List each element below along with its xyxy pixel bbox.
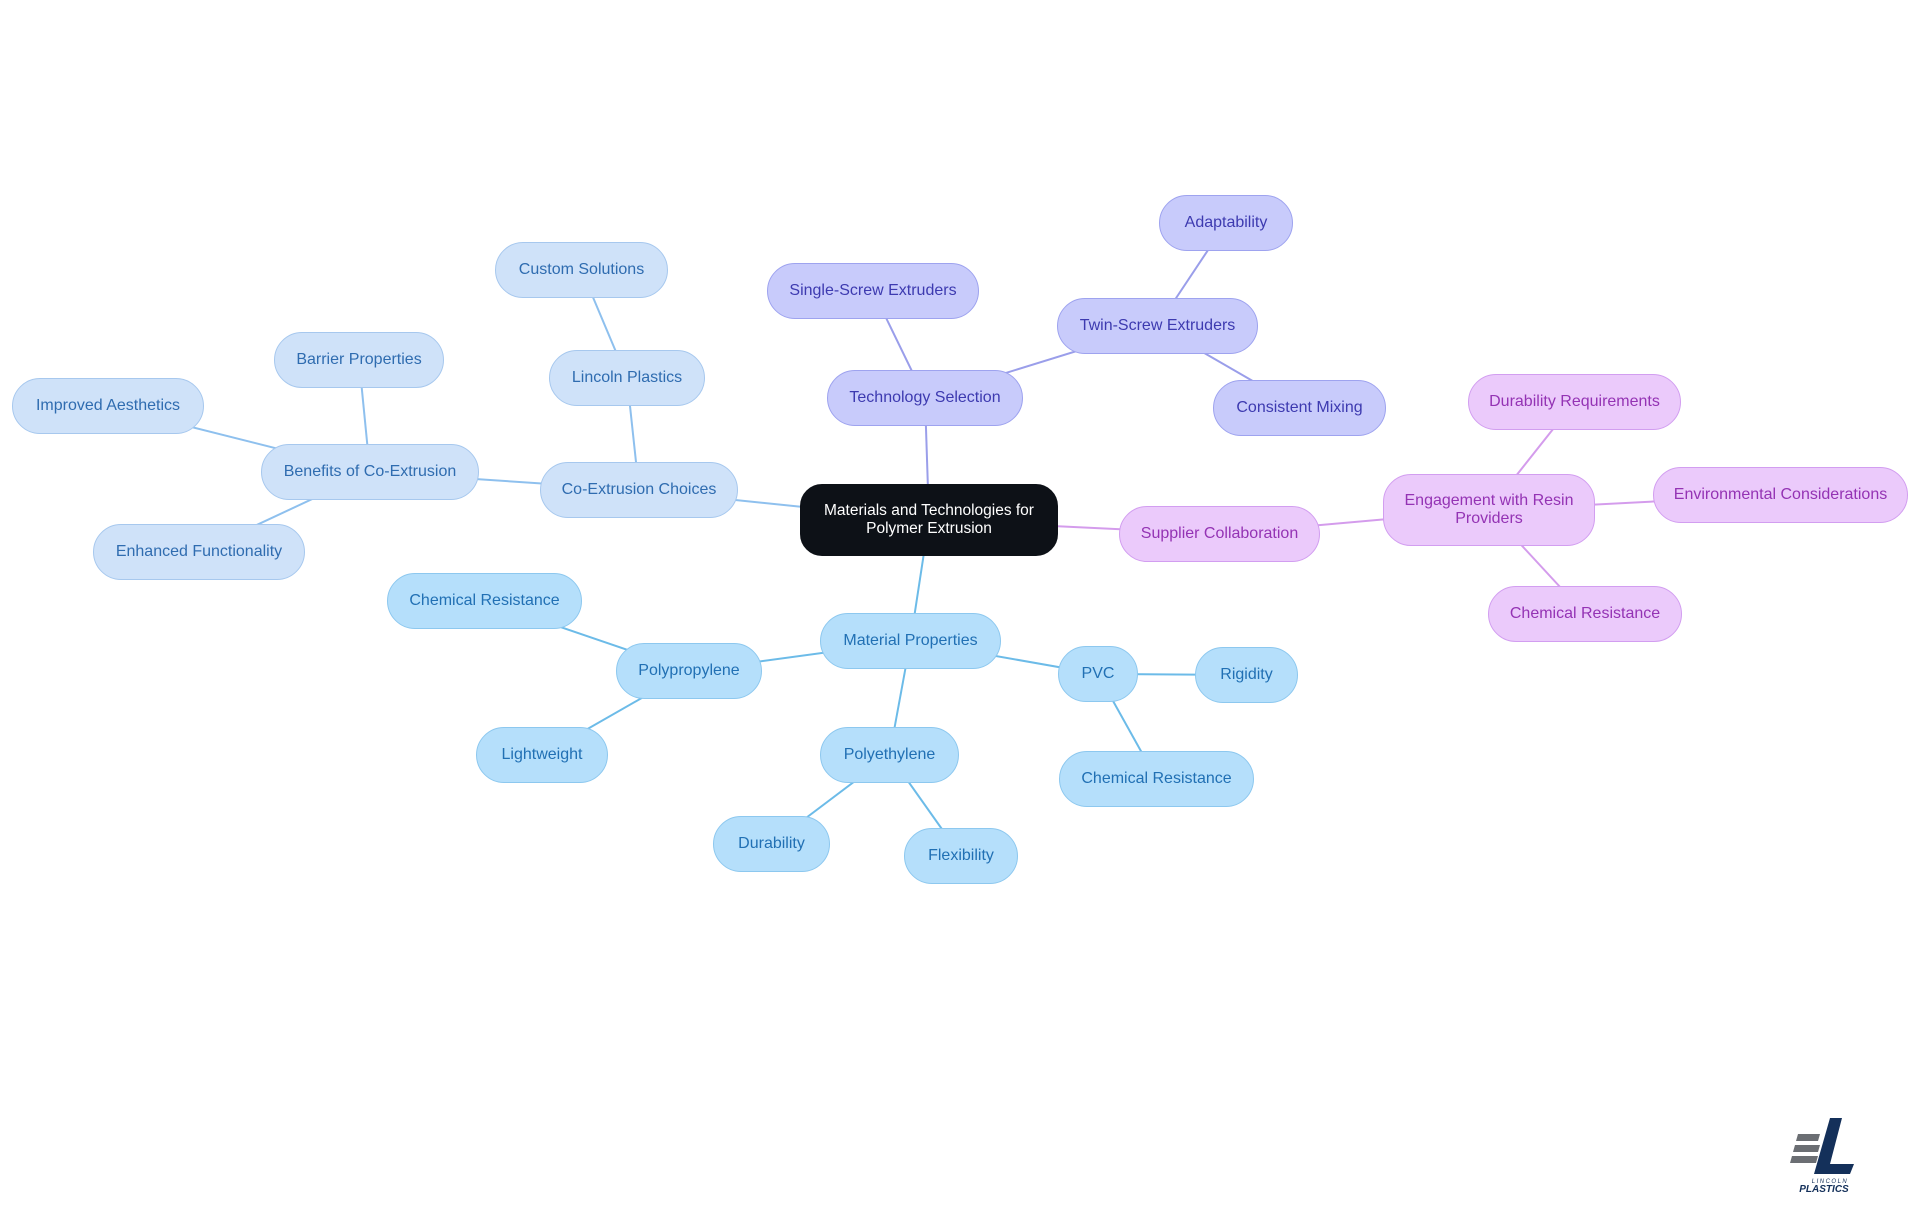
resin-chemical-resistance-node: Chemical Resistance bbox=[1488, 586, 1682, 642]
polyethylene-node: Polyethylene bbox=[820, 727, 959, 783]
polypropylene-node: Polypropylene bbox=[616, 643, 762, 699]
svg-text:PLASTICS: PLASTICS bbox=[1799, 1184, 1849, 1193]
rigidity-node: Rigidity bbox=[1195, 647, 1298, 703]
root-node: Materials and Technologies for Polymer E… bbox=[800, 484, 1058, 556]
technology-selection-node: Technology Selection bbox=[827, 370, 1023, 426]
consistent-mixing-node: Consistent Mixing bbox=[1213, 380, 1386, 436]
flexibility-node: Flexibility bbox=[904, 828, 1018, 884]
twin-screw-extruders-node: Twin-Screw Extruders bbox=[1057, 298, 1258, 354]
pp-chemical-resistance-node: Chemical Resistance bbox=[387, 573, 582, 629]
barrier-properties-node: Barrier Properties bbox=[274, 332, 444, 388]
single-screw-extruders-node: Single-Screw Extruders bbox=[767, 263, 979, 319]
durability-requirements-node: Durability Requirements bbox=[1468, 374, 1681, 430]
svg-text:LINCOLN: LINCOLN bbox=[1812, 1179, 1849, 1185]
lincoln-plastics-logo: LINCOLN PLASTICS bbox=[1790, 1118, 1854, 1193]
environmental-considerations-node: Environmental Considerations bbox=[1653, 467, 1908, 523]
adaptability-node: Adaptability bbox=[1159, 195, 1293, 251]
durability-node: Durability bbox=[713, 816, 830, 872]
benefits-coextrusion-node: Benefits of Co-Extrusion bbox=[261, 444, 479, 500]
enhanced-functionality-node: Enhanced Functionality bbox=[93, 524, 305, 580]
coextrusion-choices-node: Co-Extrusion Choices bbox=[540, 462, 738, 518]
pvc-chemical-resistance-node: Chemical Resistance bbox=[1059, 751, 1254, 807]
logo-mark bbox=[1790, 1118, 1854, 1174]
lincoln-plastics-node: Lincoln Plastics bbox=[549, 350, 705, 406]
material-properties-node: Material Properties bbox=[820, 613, 1001, 669]
resin-providers-node: Engagement with Resin Providers bbox=[1383, 474, 1595, 546]
improved-aesthetics-node: Improved Aesthetics bbox=[12, 378, 204, 434]
pvc-node: PVC bbox=[1058, 646, 1138, 702]
custom-solutions-node: Custom Solutions bbox=[495, 242, 668, 298]
lightweight-node: Lightweight bbox=[476, 727, 608, 783]
supplier-collaboration-node: Supplier Collaboration bbox=[1119, 506, 1320, 562]
